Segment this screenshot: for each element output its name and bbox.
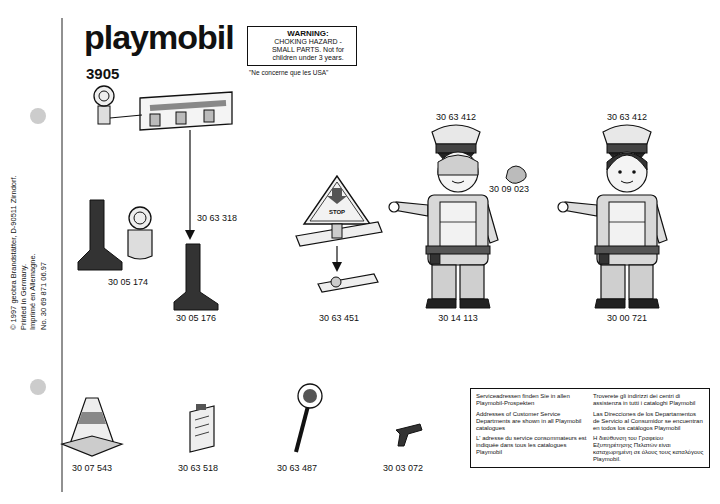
stop-sign [296,222,382,246]
signal-paddle [296,406,308,452]
barrier-foot [78,200,122,270]
hair-piece [506,166,526,183]
pistol [396,424,422,446]
barrier-board [140,92,232,130]
stop-sign [296,176,382,292]
punch-hole [30,108,46,124]
service-address-box: Serviceadressen finden Sie in allen Play… [470,388,710,468]
police-figure [438,155,478,175]
warning-lamp [129,207,151,229]
callout-number: 30 05 174 [108,278,148,288]
barrier-board [94,86,232,130]
print-note: Imprimé en Allemagne. [29,253,37,330]
assembly-arrow [189,130,190,236]
warning-heading: WARNING: [264,29,352,38]
police-figure [558,125,667,308]
barrier-board [176,112,186,124]
hair-piece [506,166,526,183]
warning-lamp [128,207,152,259]
callout-number: 30 09 023 [489,185,529,195]
stop-sign [332,262,342,272]
traffic-cone [78,412,106,424]
clipboard [190,404,214,452]
traffic-cone [62,398,122,456]
police-figure [558,152,667,308]
assembly-arrow [185,230,195,240]
stop-sign [310,182,364,221]
stop-sign [331,277,341,287]
callout-number: 30 05 176 [176,314,216,324]
barrier-board [150,103,226,108]
callout-number: 30 63 487 [277,464,317,474]
signal-paddle [298,384,322,408]
print-note: Printed in Germany. [20,264,28,330]
sign-text: STOP [329,209,345,216]
box-text: Addresses of Customer Service Department… [476,411,587,432]
warning-box: WARNING:CHOKING HAZARD - SMALL PARTS. No… [247,26,357,66]
clipboard [196,404,206,410]
margin-rule [62,18,63,492]
callout-number: 30 63 412 [436,113,476,123]
punch-hole [30,379,46,395]
callout-number: 30 63 518 [178,464,218,474]
box-text: Las Direcciones de los Departamentos de … [593,411,704,432]
stop-sign [304,176,370,224]
callout-number: 30 63 318 [197,214,237,224]
clipboard [195,424,209,428]
brand-logo: playmobil [84,20,234,54]
signal-paddle [303,389,317,403]
callout-number: 30 00 721 [607,314,647,324]
stop-sign [332,224,342,238]
callout-number: 30 14 113 [438,314,477,324]
barrier-board [204,110,214,122]
box-text: L' adresse du service consommateurs est … [476,435,587,463]
barrier-board [99,91,109,101]
note: "Ne concerne que les USA" [249,69,328,76]
callout-number: 30 07 543 [72,464,112,474]
stop-sign [327,188,347,204]
model-number: 3905 [86,66,119,83]
warning-lamp [128,230,152,259]
barrier-board [98,106,110,124]
clipboard [190,406,214,452]
stop-sign [318,274,378,292]
callout-number: 30 03 072 [383,464,423,474]
barrier-board [110,115,142,118]
police-figure [389,152,498,308]
pistol [396,424,422,446]
box-text: CHOKING HAZARD - SMALL PARTS. Not for ch… [264,38,352,62]
box-text: Η διεύθυνση του Γραφείου Εξυπηρέτησης Πε… [593,435,704,463]
barrier-foot [174,244,218,310]
callout-number: 30 63 451 [319,314,359,324]
signal-paddle [296,384,322,452]
clipboard [195,432,209,436]
copyright-note: © 1997 geobra Brandstätter, D-90511 Zirn… [10,175,18,330]
box-text: Troverete gli indirizzi dei centri di as… [593,393,704,407]
police-figure [607,153,647,170]
traffic-cone [62,436,122,456]
callout-number: 30 63 412 [607,113,647,123]
clipboard [195,416,209,420]
assembly-arrow [185,130,195,240]
catalogue-number: No. 30 69 871 06.97 [40,262,48,330]
box-text: Serviceadressen finden Sie in allen Play… [476,393,587,407]
warning-lamp [134,212,146,224]
barrier-board [150,114,160,126]
police-figure [389,125,498,308]
barrier-board [94,86,114,106]
